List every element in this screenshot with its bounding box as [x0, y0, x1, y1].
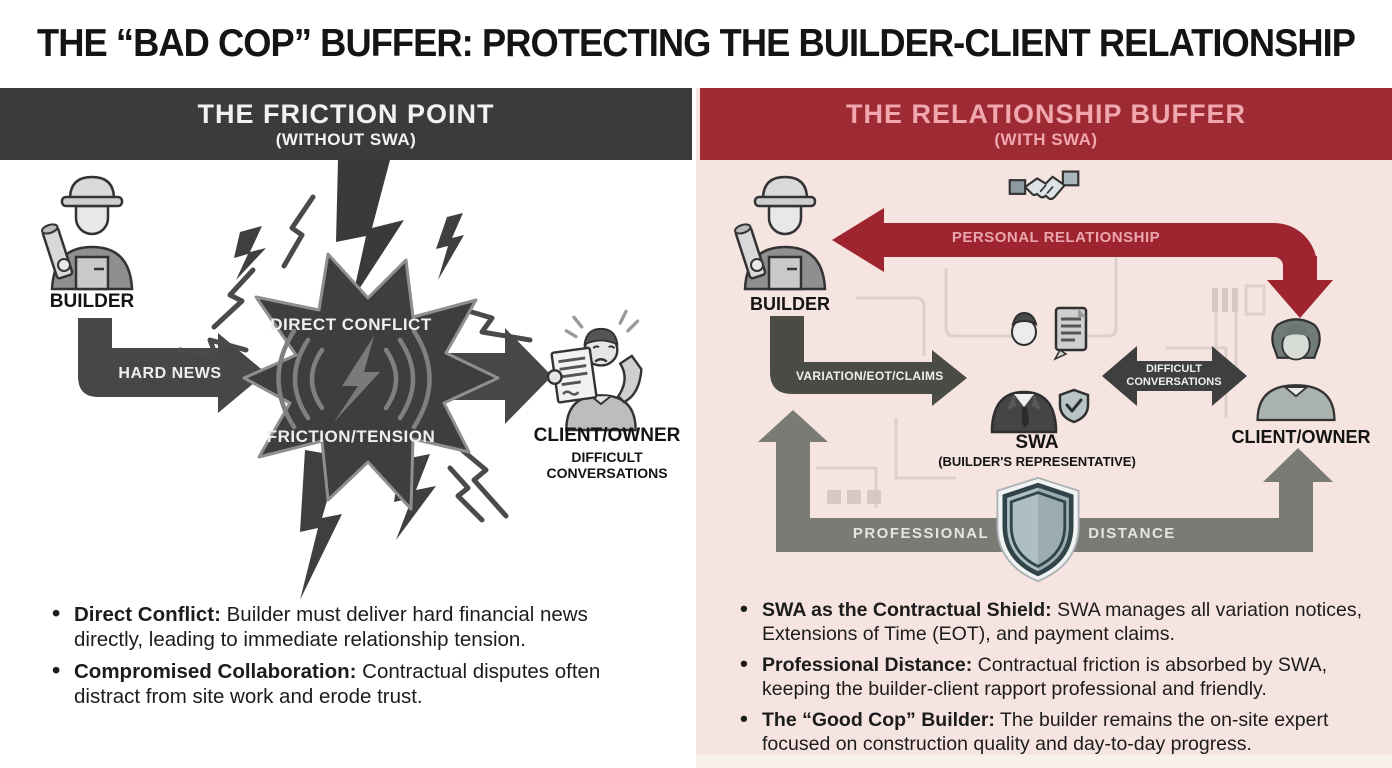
- bullet-item: Professional Distance: Contractual frict…: [738, 652, 1386, 701]
- distance-label: DISTANCE: [1088, 525, 1176, 542]
- friction-point-panel: THE FRICTION POINT (WITHOUT SWA): [0, 88, 696, 768]
- circuit-pattern-decoration: [816, 248, 1266, 508]
- difficult-conversations-label: DIFFICULT CONVERSATIONS: [1126, 363, 1222, 388]
- swa-representative-icon: [990, 306, 1090, 434]
- right-header-title: THE RELATIONSHIP BUFFER: [845, 98, 1246, 129]
- stressed-client-icon: [546, 309, 643, 432]
- right-header-subtitle: (WITH SWA): [994, 129, 1098, 149]
- swa-label: SWA: [1015, 432, 1059, 453]
- right-panel-header: THE RELATIONSHIP BUFFER (WITH SWA): [700, 88, 1392, 160]
- builder-label: BUILDER: [750, 294, 830, 314]
- builder-icon: [734, 175, 827, 291]
- handshake-icon: [1008, 170, 1080, 201]
- bullet-item: Direct Conflict: Builder must deliver ha…: [50, 601, 642, 652]
- circuit-blocks-decoration: [827, 288, 1238, 504]
- personal-relationship-label: PERSONAL RELATIONSHIP: [951, 229, 1161, 246]
- direct-conflict-label: DIRECT CONFLICT: [270, 315, 432, 334]
- variation-claims-label: VARIATION/EOT/CLAIMS: [796, 369, 944, 383]
- client-owner-label: CLIENT/OWNER: [1231, 427, 1371, 447]
- relationship-buffer-panel: THE RELATIONSHIP BUFFER (WITH SWA): [696, 88, 1392, 768]
- personal-relationship-arrow: [832, 208, 1333, 318]
- buffer-diagram: [758, 208, 1333, 552]
- professional-label: PROFESSIONAL: [852, 525, 990, 542]
- left-panel-header: THE FRICTION POINT (WITHOUT SWA): [0, 88, 692, 160]
- hard-news-label: HARD NEWS: [118, 365, 222, 382]
- conversations-label: CONVERSATIONS: [546, 465, 668, 481]
- left-header-subtitle: (WITHOUT SWA): [275, 129, 417, 149]
- client-owner-label: CLIENT/OWNER: [533, 425, 681, 446]
- builder-icon: [41, 175, 134, 291]
- builder-label: BUILDER: [49, 291, 135, 312]
- client-owner-icon: [1256, 318, 1336, 422]
- friction-tension-label: FRICTION/TENSION: [266, 427, 436, 446]
- friction-diagram: [78, 160, 552, 600]
- bullet-item: The “Good Cop” Builder: The builder rema…: [738, 707, 1386, 756]
- shield-icon: [996, 476, 1080, 583]
- difficult-label: DIFFICULT: [571, 449, 643, 465]
- bullet-item: Compromised Collaboration: Contractual d…: [50, 658, 642, 709]
- bullet-item: SWA as the Contractual Shield: SWA manag…: [738, 597, 1386, 646]
- left-header-title: THE FRICTION POINT: [197, 98, 495, 129]
- left-bullet-list: Direct Conflict: Builder must deliver ha…: [50, 601, 642, 716]
- footer-strip: [696, 755, 1392, 768]
- swa-sublabel: (BUILDER'S REPRESENTATIVE): [938, 454, 1136, 469]
- page-title: THE “BAD COP” BUFFER: PROTECTING THE BUI…: [36, 22, 1356, 65]
- right-bullet-list: SWA as the Contractual Shield: SWA manag…: [738, 597, 1386, 763]
